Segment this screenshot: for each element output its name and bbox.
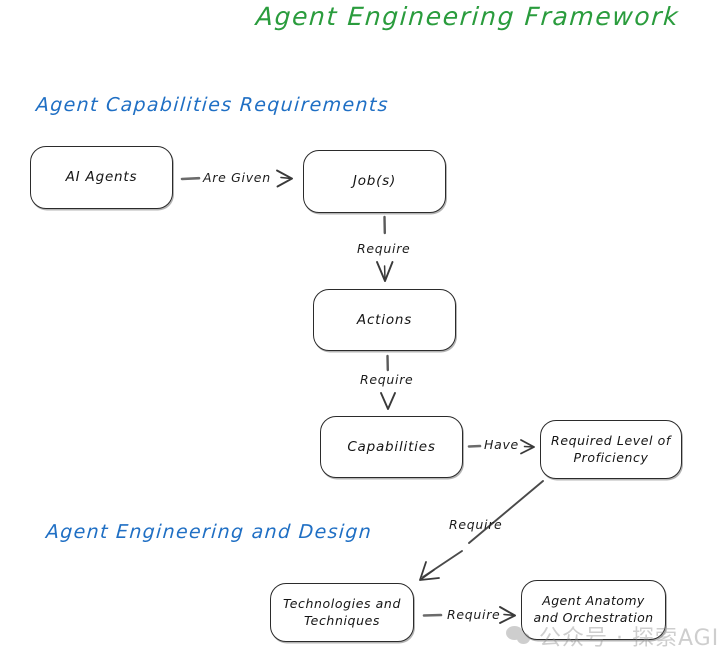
- node-ai-agents-label: AI Agents: [65, 169, 138, 186]
- section-heading-agent-engineering-and-design: Agent Engineering and Design: [45, 521, 373, 543]
- node-technologies-label-line2: Techniques: [303, 612, 381, 628]
- node-capabilities-label: Capabilities: [347, 438, 436, 455]
- section-heading-agent-capabilities-requirements: Agent Capabilities Requirements: [35, 94, 390, 116]
- edge-line-are-given: [180, 176, 201, 181]
- edge-line-require-3: [422, 613, 443, 617]
- edge-line-have: [467, 444, 482, 448]
- edge-arrowhead-are-given-2: [280, 176, 293, 180]
- edge-arrowhead-require-diag-2: [419, 569, 435, 581]
- edge-arrowhead-require-2: [380, 392, 396, 410]
- edge-label-require-technologies-anatomy: Require: [447, 607, 501, 622]
- node-capabilities[interactable]: Capabilities: [320, 416, 463, 478]
- edge-label-have: Have: [484, 437, 519, 452]
- node-jobs-label: Job(s): [352, 173, 397, 190]
- node-anatomy-label-line2: and Orchestration: [533, 610, 654, 625]
- node-proficiency-label-line1: Required Level of: [551, 432, 671, 448]
- edge-arrowhead-have-2: [523, 445, 535, 448]
- edge-label-require-actions-capabilities: Require: [360, 372, 414, 387]
- node-actions[interactable]: Actions: [313, 289, 456, 351]
- node-proficiency-label-line2: Proficiency: [573, 449, 649, 465]
- node-agent-anatomy-and-orchestration[interactable]: Agent Anatomy and Orchestration: [521, 580, 666, 640]
- page-title: Agent Engineering Framework: [254, 2, 681, 31]
- node-anatomy-label-line1: Agent Anatomy: [542, 593, 645, 609]
- node-technologies-label-line1: Technologies and: [283, 595, 401, 611]
- edge-label-require-jobs-actions: Require: [357, 241, 411, 256]
- edge-label-are-given: Are Given: [203, 170, 271, 185]
- node-jobs[interactable]: Job(s): [303, 150, 446, 213]
- edge-label-require-proficiency-technologies: Require: [449, 517, 503, 532]
- node-actions-label: Actions: [356, 311, 413, 328]
- edge-line-require-diag: [468, 480, 544, 544]
- edge-arrowhead-require-3b: [503, 613, 516, 617]
- node-required-level-of-proficiency[interactable]: Required Level of Proficiency: [540, 420, 682, 479]
- node-technologies-and-techniques[interactable]: Technologies and Techniques: [270, 583, 414, 642]
- node-ai-agents[interactable]: AI Agents: [30, 146, 173, 209]
